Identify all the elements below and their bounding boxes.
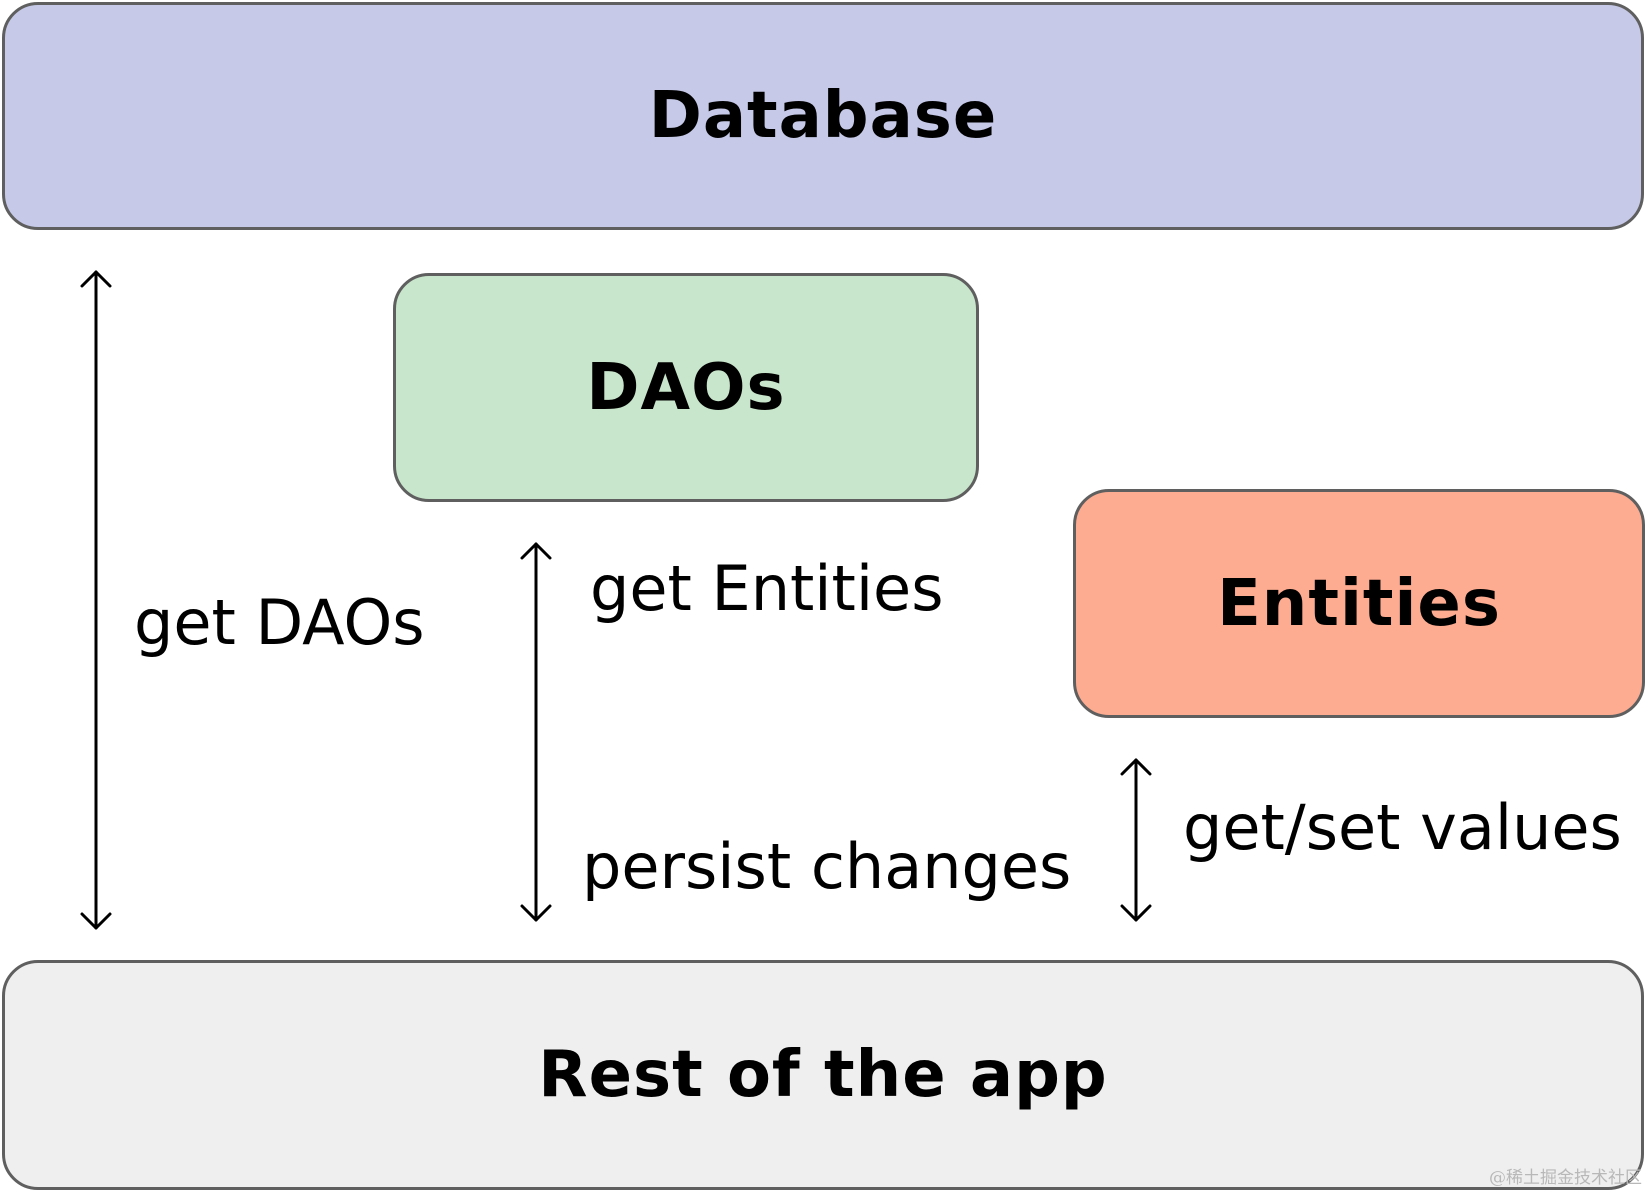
database-box: Database	[2, 2, 1644, 230]
entities-title: Entities	[1217, 566, 1501, 641]
entities-box: Entities	[1073, 489, 1645, 718]
rest-of-app-box: Rest of the app	[2, 960, 1644, 1190]
get-daos-arrow	[80, 270, 112, 930]
daos-box: DAOs	[393, 273, 979, 502]
persist-changes-label: persist changes	[582, 830, 1072, 903]
database-title: Database	[648, 79, 998, 153]
entities-persist-arrow	[520, 542, 552, 922]
get-set-values-label: get/set values	[1183, 791, 1622, 864]
get-daos-label: get DAOs	[134, 586, 425, 659]
rest-of-app-title: Rest of the app	[538, 1038, 1108, 1112]
daos-title: DAOs	[586, 350, 786, 425]
watermark: @稀土掘金技术社区	[1489, 1168, 1642, 1188]
get-entities-label: get Entities	[590, 552, 944, 625]
get-set-values-arrow	[1120, 758, 1152, 922]
